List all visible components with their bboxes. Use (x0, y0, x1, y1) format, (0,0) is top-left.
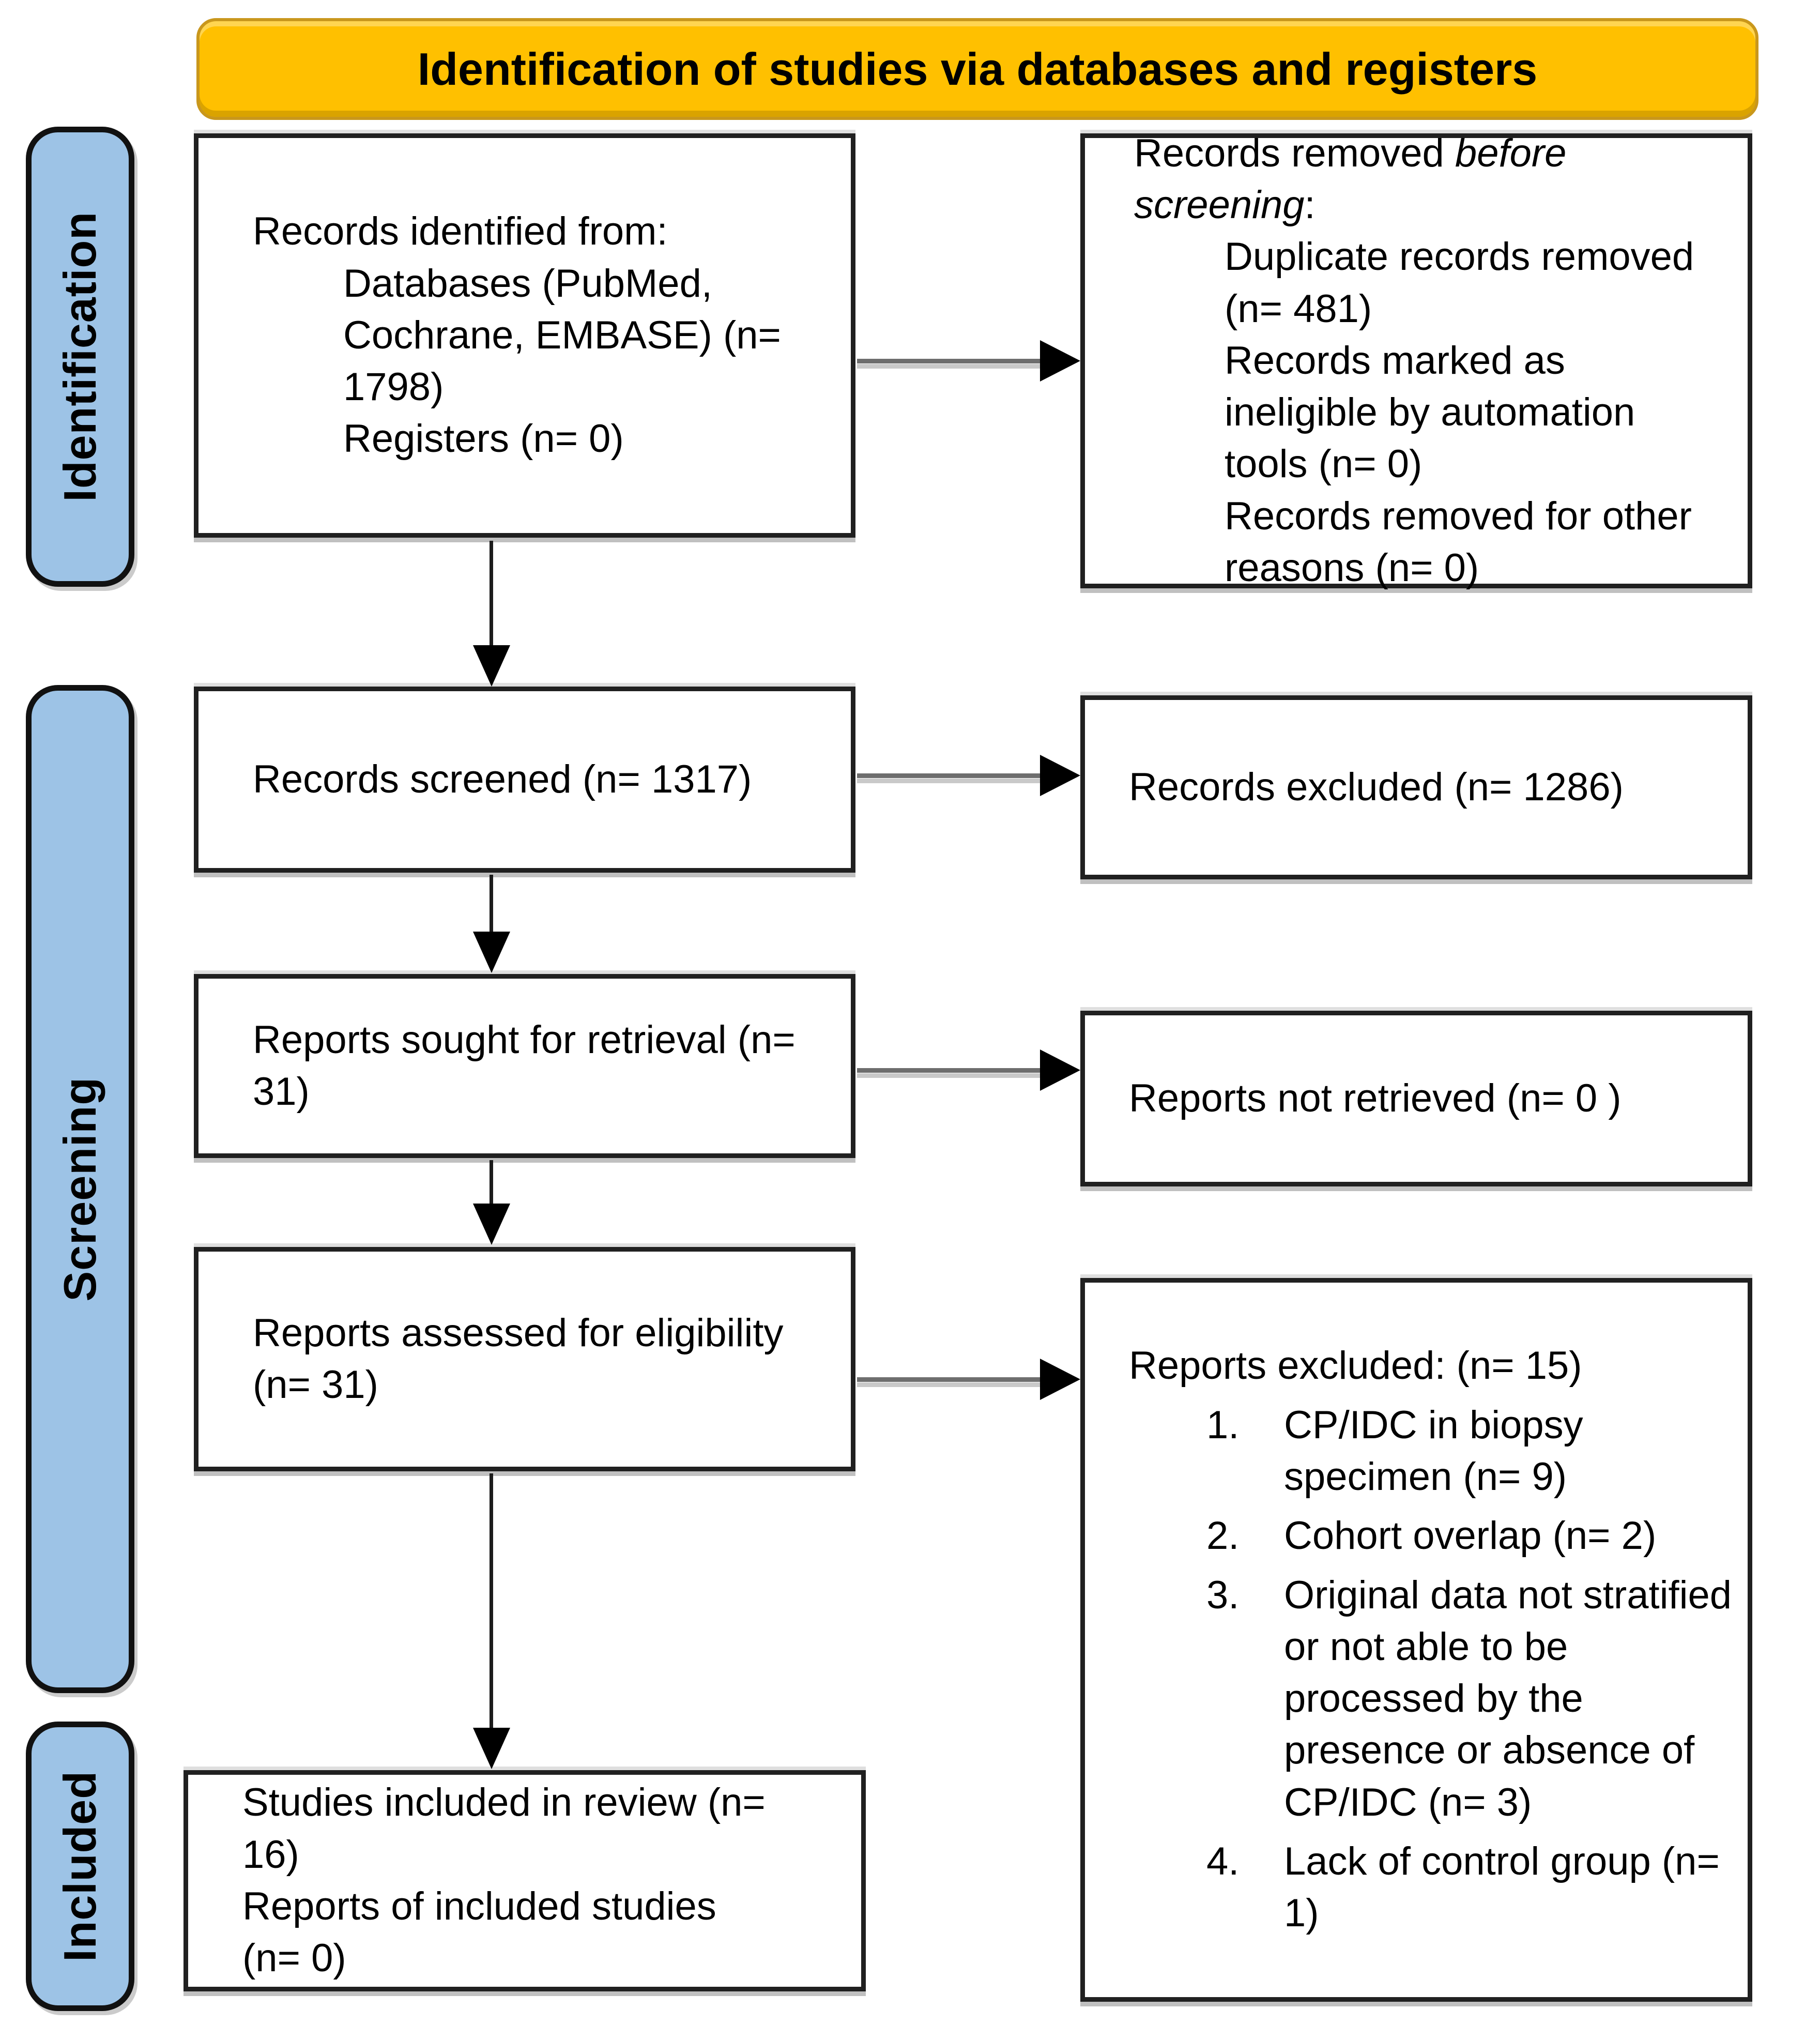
banner-title: Identification of studies via databases … (417, 43, 1538, 95)
box-records-removed: Records removed before screening: Duplic… (1080, 131, 1752, 590)
records-identified-item-databases: Databases (PubMed, Cochrane, EMBASE) (n=… (343, 261, 781, 409)
box-reports-sought: Reports sought for retrieval (n= 31) (194, 974, 855, 1158)
records-removed-item-duplicates: Duplicate records removed (n= 481) (1225, 235, 1694, 331)
box-reports-excluded: Reports excluded: (n= 15) 1. CP/IDC in b… (1080, 1278, 1752, 2002)
reports-excluded-intro: Reports excluded: (n= 15) (1129, 1344, 1582, 1388)
list-item-text: Original data not stratified or not able… (1284, 1573, 1732, 1824)
list-item-text: Lack of control group (n= 1) (1284, 1839, 1720, 1936)
box-records-screened: Records screened (n= 1317) (194, 687, 855, 873)
arrow-down-head-2 (473, 932, 510, 973)
arrow-down-sought-to-assessed (490, 1160, 493, 1206)
stage-identification: Identification (26, 127, 134, 587)
list-item-number: 4. (1206, 1839, 1240, 1884)
arrow-right-screened-to-excluded (857, 773, 1040, 778)
arrow-down-screened-to-sought (490, 875, 493, 934)
stage-screening-label: Screening (54, 1076, 105, 1302)
arrow-right-assessed-to-excluded (857, 1377, 1040, 1382)
arrow-right-sought-to-notretrieved (857, 1068, 1040, 1073)
stage-included-label: Included (54, 1771, 105, 1962)
box-reports-assessed: Reports assessed for eligibility (n= 31) (194, 1247, 855, 1471)
arrow-right-head-3 (1040, 1049, 1080, 1091)
list-item: 1. CP/IDC in biopsy specimen (n= 9) (1206, 1399, 1732, 1503)
arrow-right-head-1 (1040, 340, 1080, 382)
reports-sought-text: Reports sought for retrieval (n= 31) (253, 1017, 796, 1114)
box-records-excluded: Records excluded (n= 1286) (1080, 695, 1752, 879)
arrow-right-head-2 (1040, 755, 1080, 796)
box-reports-not-retrieved: Reports not retrieved (n= 0 ) (1080, 1011, 1752, 1186)
records-excluded-text: Records excluded (n= 1286) (1129, 765, 1624, 809)
arrow-down-head-4 (473, 1728, 510, 1769)
records-identified-item-registers: Registers (n= 0) (343, 417, 624, 461)
arrow-down-assessed-to-included (490, 1473, 493, 1730)
list-item: 3. Original data not stratified or not a… (1206, 1570, 1732, 1829)
stage-identification-label: Identification (54, 211, 105, 502)
records-removed-intro: Records removed before screening: (1134, 131, 1567, 227)
arrow-right-head-4 (1040, 1359, 1080, 1400)
list-item-text: CP/IDC in biopsy specimen (n= 9) (1284, 1403, 1583, 1499)
box-studies-included: Studies included in review (n= 16) Repor… (183, 1770, 866, 1991)
reports-assessed-text: Reports assessed for eligibility (n= 31) (253, 1311, 784, 1407)
list-item-text: Cohort overlap (n= 2) (1284, 1514, 1657, 1558)
reports-excluded-list: 1. CP/IDC in biopsy specimen (n= 9) 2. C… (1206, 1399, 1732, 1940)
list-item: 4. Lack of control group (n= 1) (1206, 1836, 1732, 1940)
list-item-number: 2. (1206, 1514, 1240, 1558)
records-removed-item-automation: Records marked as ineligible by automati… (1225, 338, 1635, 486)
reports-not-retrieved-text: Reports not retrieved (n= 0 ) (1129, 1076, 1622, 1120)
box-records-identified: Records identified from: Databases (PubM… (194, 133, 855, 538)
stage-included: Included (26, 1722, 134, 2011)
arrow-down-head-1 (473, 645, 510, 687)
arrow-right-identified-to-removed (857, 359, 1040, 363)
records-screened-text: Records screened (n= 1317) (253, 757, 752, 801)
arrow-down-head-3 (473, 1204, 510, 1245)
list-item-number: 3. (1206, 1573, 1240, 1617)
banner: Identification of studies via databases … (196, 18, 1758, 120)
records-removed-intro-italic: before screening (1134, 131, 1567, 227)
stage-screening: Screening (26, 685, 134, 1693)
records-identified-intro: Records identified from: (253, 209, 668, 254)
reports-included-line: Reports of included studies (n= 0) (242, 1884, 716, 1981)
records-removed-item-other: Records removed for other reasons (n= 0) (1225, 494, 1692, 590)
arrow-down-identified-to-screened (490, 541, 493, 647)
list-item-number: 1. (1206, 1403, 1240, 1447)
studies-included-line: Studies included in review (n= 16) (242, 1780, 766, 1877)
list-item: 2. Cohort overlap (n= 2) (1206, 1510, 1732, 1562)
